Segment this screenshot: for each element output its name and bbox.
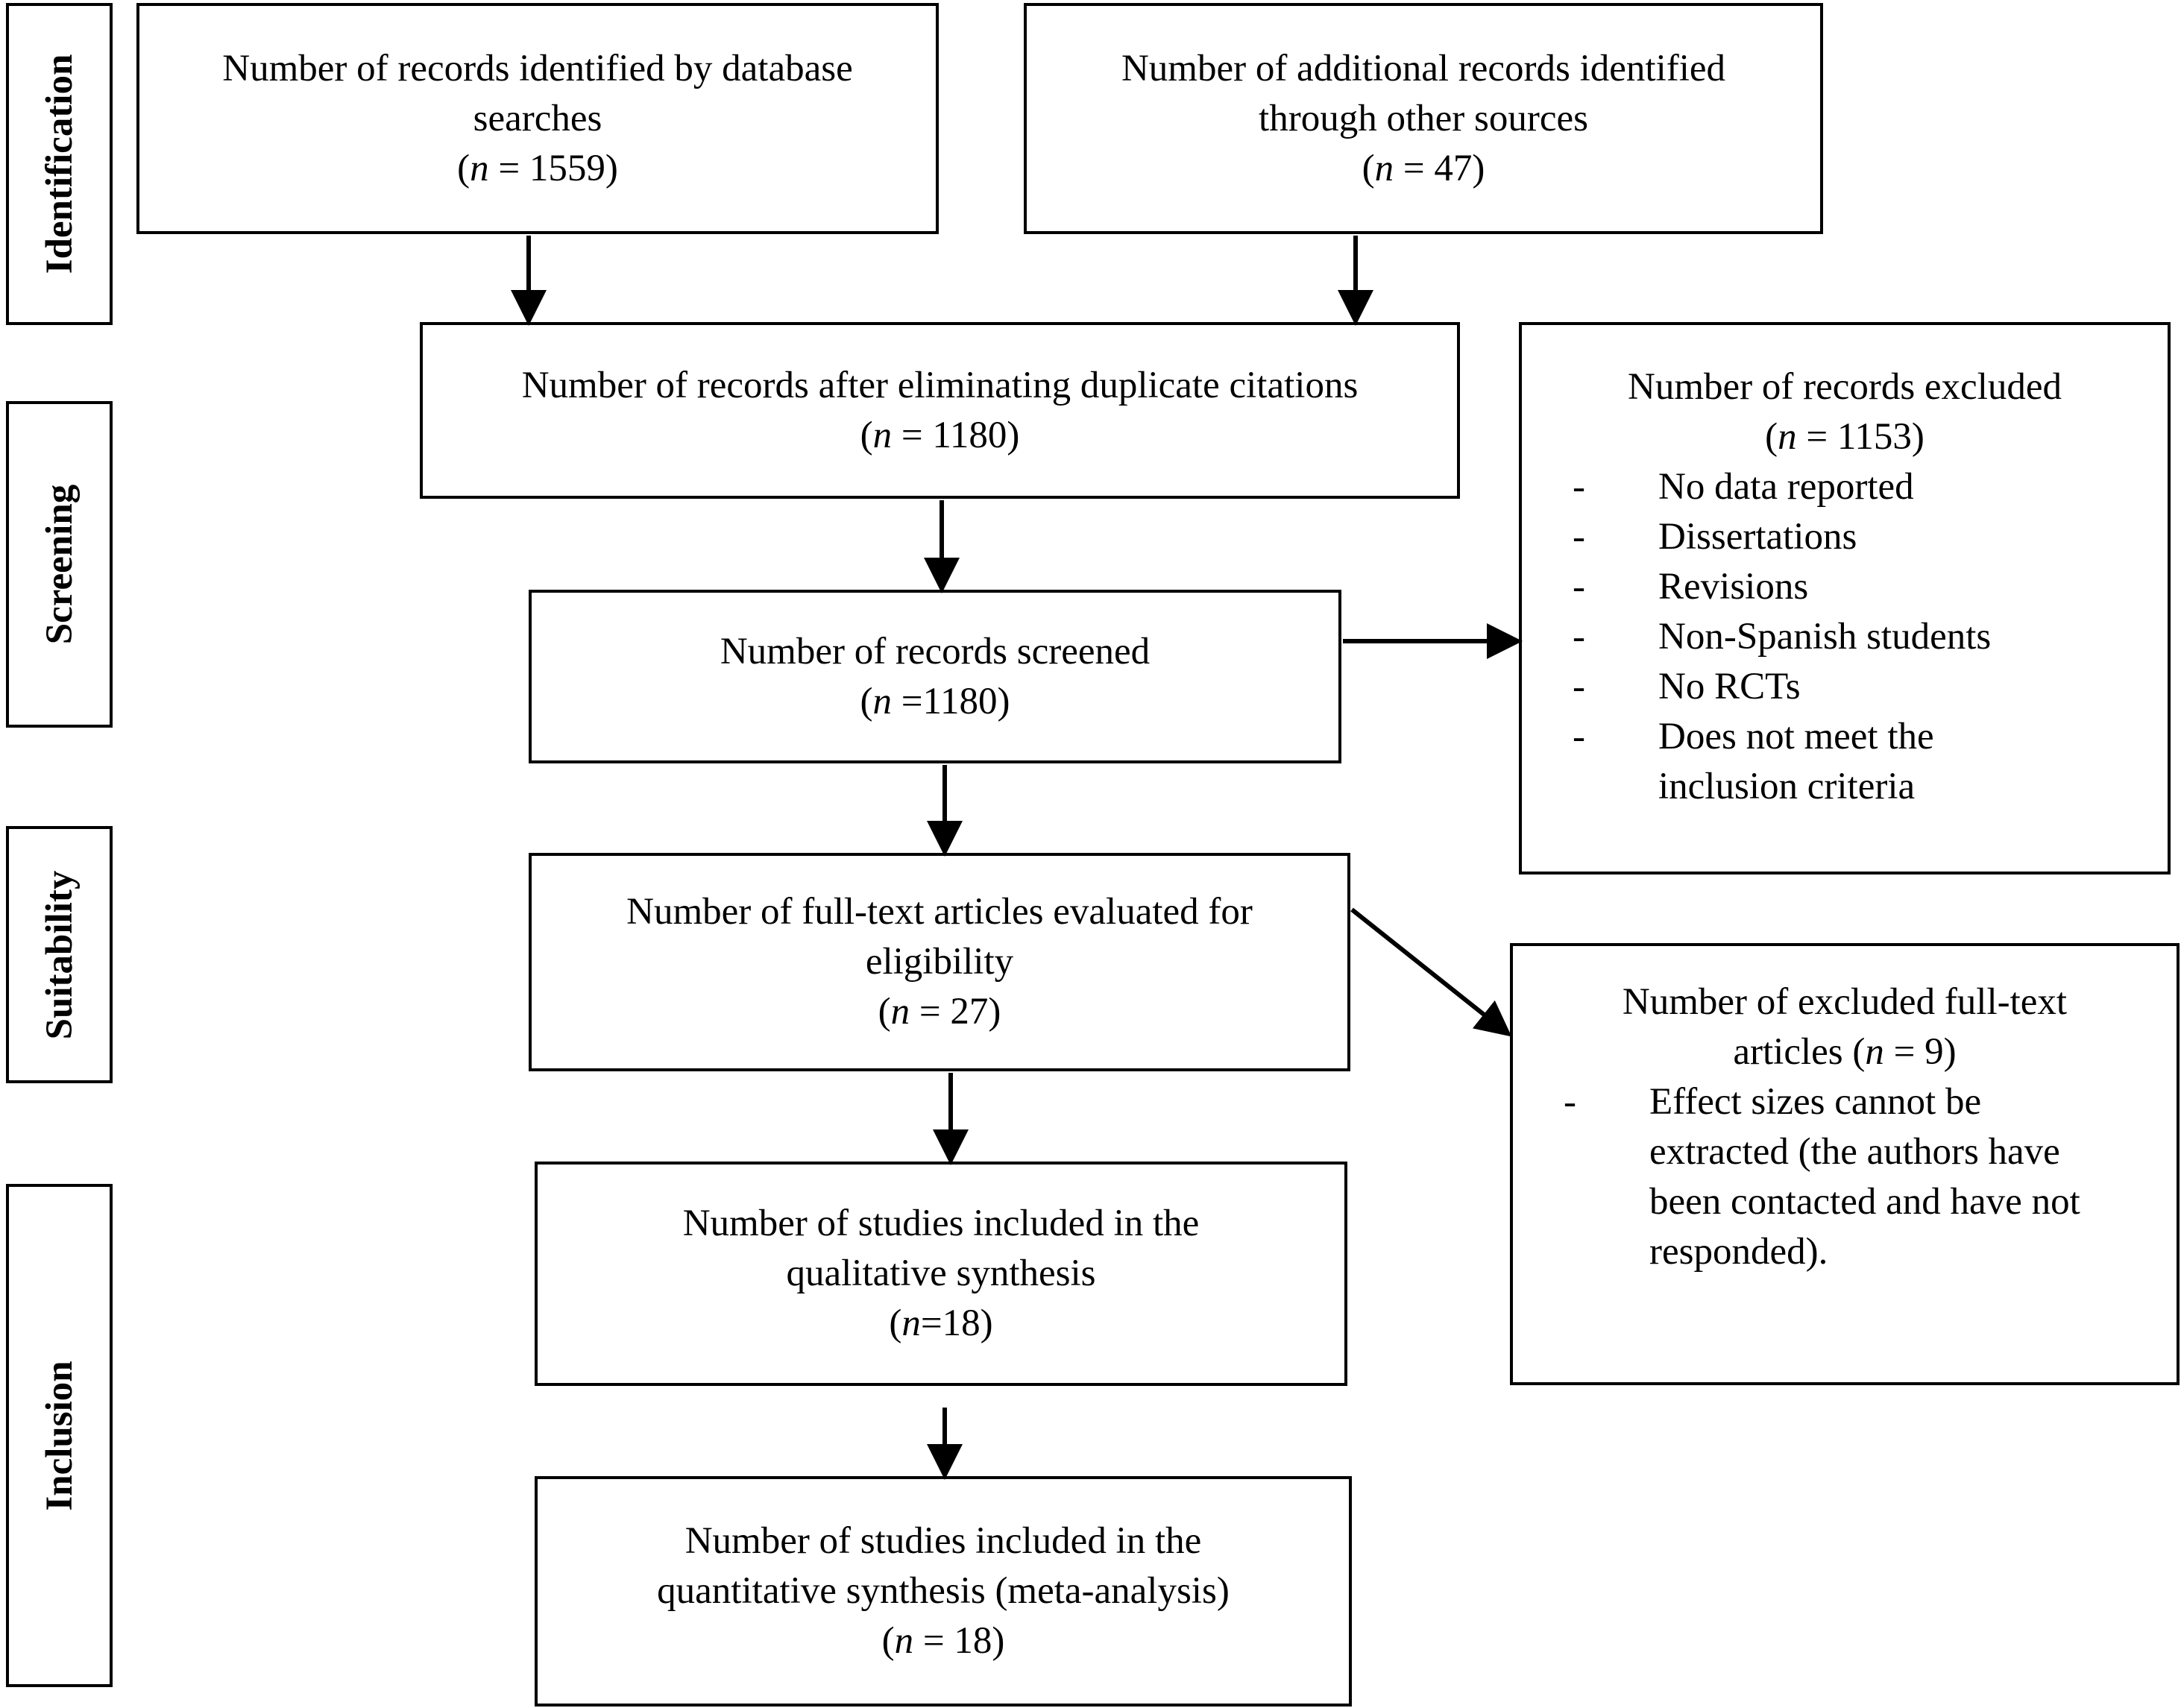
excluded-records-box: Number of records excluded (n = 1153) -N… xyxy=(1519,322,2171,875)
excluded-fulltext-reason-continuation: been contacted and have not xyxy=(1649,1181,2080,1223)
fulltext-articles-box: Number of full-text articles evaluated f… xyxy=(529,853,1350,1071)
excluded-reason-continuation: inclusion criteria xyxy=(1658,766,1916,807)
excluded-records-count: (n = 1153) xyxy=(1765,416,1924,458)
excluded-reason-item: -Non-Spanish students xyxy=(1573,616,1992,658)
deduplicated-records-line1: Number of records after eliminating dupl… xyxy=(521,364,1359,406)
screened-records-count: (n =1180) xyxy=(860,680,1010,722)
excluded-fulltext-reason-continuation: responded). xyxy=(1649,1231,1828,1273)
fulltext-articles-line2: eligibility xyxy=(865,941,1014,983)
excluded-fulltext-reasons: -Effect sizes cannot be extracted (the a… xyxy=(1564,1077,2177,1277)
fulltext-articles-count: (n = 27) xyxy=(878,991,1001,1033)
stage-screening: Screening xyxy=(6,401,113,728)
fulltext-articles-line1: Number of full-text articles evaluated f… xyxy=(626,891,1253,933)
additional-records-count: (n = 47) xyxy=(1362,147,1485,189)
additional-records-line1: Number of additional records identified xyxy=(1121,47,1726,89)
additional-records-box: Number of additional records identified … xyxy=(1024,3,1823,234)
excluded-reason-item: -No RCTs xyxy=(1573,666,1801,708)
excluded-fulltext-title: Number of excluded full-text xyxy=(1622,981,2068,1023)
excluded-fulltext-reason-continuation: extracted (the authors have xyxy=(1649,1131,2060,1173)
stage-inclusion: Inclusion xyxy=(6,1184,113,1687)
screened-records-box: Number of records screened (n =1180) xyxy=(529,590,1341,763)
excluded-records-reasons: -No data reported -Dissertations -Revisi… xyxy=(1573,462,2168,812)
stage-suitability: Suitability xyxy=(6,826,113,1083)
quantitative-synthesis-line2: quantitative synthesis (meta-analysis) xyxy=(657,1570,1230,1612)
database-records-line1: Number of records identified by database xyxy=(222,47,853,89)
excluded-reason-item: -Revisions xyxy=(1573,566,1809,608)
arrow-fulltext-to-excluded xyxy=(1350,907,1512,1037)
additional-records-line2: through other sources xyxy=(1259,97,1588,139)
qualitative-synthesis-count: (n=18) xyxy=(889,1302,993,1344)
database-records-line2: searches xyxy=(473,97,602,139)
database-records-box: Number of records identified by database… xyxy=(136,3,939,234)
excluded-fulltext-box: Number of excluded full-text articles (n… xyxy=(1510,943,2180,1385)
quantitative-synthesis-line1: Number of studies included in the xyxy=(684,1520,1202,1562)
deduplicated-records-count: (n = 1180) xyxy=(860,414,1020,456)
screened-records-line1: Number of records screened xyxy=(720,630,1151,672)
excluded-reason-item: -Dissertations xyxy=(1573,516,1857,558)
excluded-reason-item: -No data reported xyxy=(1573,466,1914,508)
deduplicated-records-box: Number of records after eliminating dupl… xyxy=(420,322,1460,499)
qualitative-synthesis-line1: Number of studies included in the xyxy=(682,1203,1200,1244)
excluded-records-title: Number of records excluded xyxy=(1627,366,2062,408)
qualitative-synthesis-line2: qualitative synthesis xyxy=(786,1252,1096,1294)
database-records-count: (n = 1559) xyxy=(457,147,618,189)
stage-identification: Identification xyxy=(6,3,113,325)
excluded-fulltext-count: articles (n = 9) xyxy=(1733,1031,1957,1073)
quantitative-synthesis-count: (n = 18) xyxy=(881,1620,1005,1662)
excluded-reason-item: -Does not meet the xyxy=(1573,716,1934,757)
excluded-fulltext-reason: -Effect sizes cannot be xyxy=(1564,1081,1982,1123)
